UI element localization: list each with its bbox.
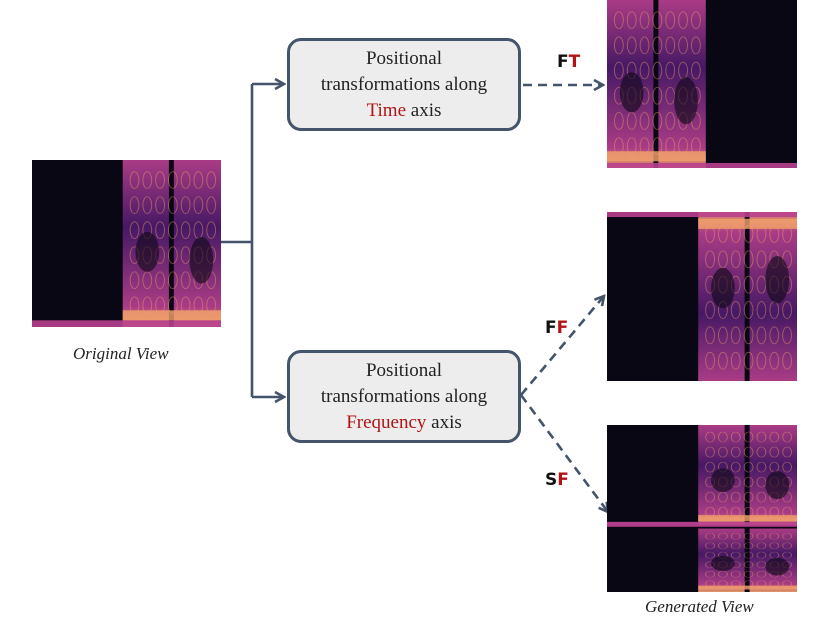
frequency-flip-spectrogram	[607, 212, 797, 381]
label-ft: FT	[557, 52, 580, 72]
frequency-accent: Frequency	[346, 411, 427, 433]
time-box-line2: transformations along	[320, 73, 488, 95]
frequency-shift-spectrogram	[607, 425, 797, 592]
frequency-box-line2: transformations along	[320, 385, 488, 407]
original-spectrogram	[32, 160, 221, 327]
label-sf: SF	[545, 470, 569, 490]
time-transform-box: Positional transformations along Time ax…	[287, 38, 521, 131]
label-ff-second: F	[556, 318, 569, 338]
time-suffix: axis	[406, 99, 442, 121]
label-ft-second: T	[568, 52, 581, 72]
label-sf-first: S	[545, 470, 558, 490]
label-ft-first: F	[557, 52, 569, 72]
frequency-suffix: axis	[426, 411, 462, 433]
frequency-box-line3: Frequency axis	[346, 410, 462, 436]
label-ff-first: F	[545, 318, 557, 338]
time-box-line3: Time axis	[367, 98, 442, 124]
frequency-box-line1: Positional	[365, 359, 442, 381]
time-accent: Time	[366, 99, 407, 121]
label-sf-second: F	[557, 470, 569, 490]
branch-connector	[221, 84, 254, 397]
generated-view-caption: Generated View	[645, 597, 754, 616]
frequency-transform-box: Positional transformations along Frequen…	[287, 350, 521, 443]
time-transformed-spectrogram	[607, 0, 797, 168]
original-view-caption: Original View	[73, 344, 169, 363]
arrow-ff	[520, 296, 604, 396]
arrow-sf	[519, 394, 608, 512]
time-box-line1: Positional	[365, 47, 442, 69]
label-ff: FF	[545, 318, 568, 338]
